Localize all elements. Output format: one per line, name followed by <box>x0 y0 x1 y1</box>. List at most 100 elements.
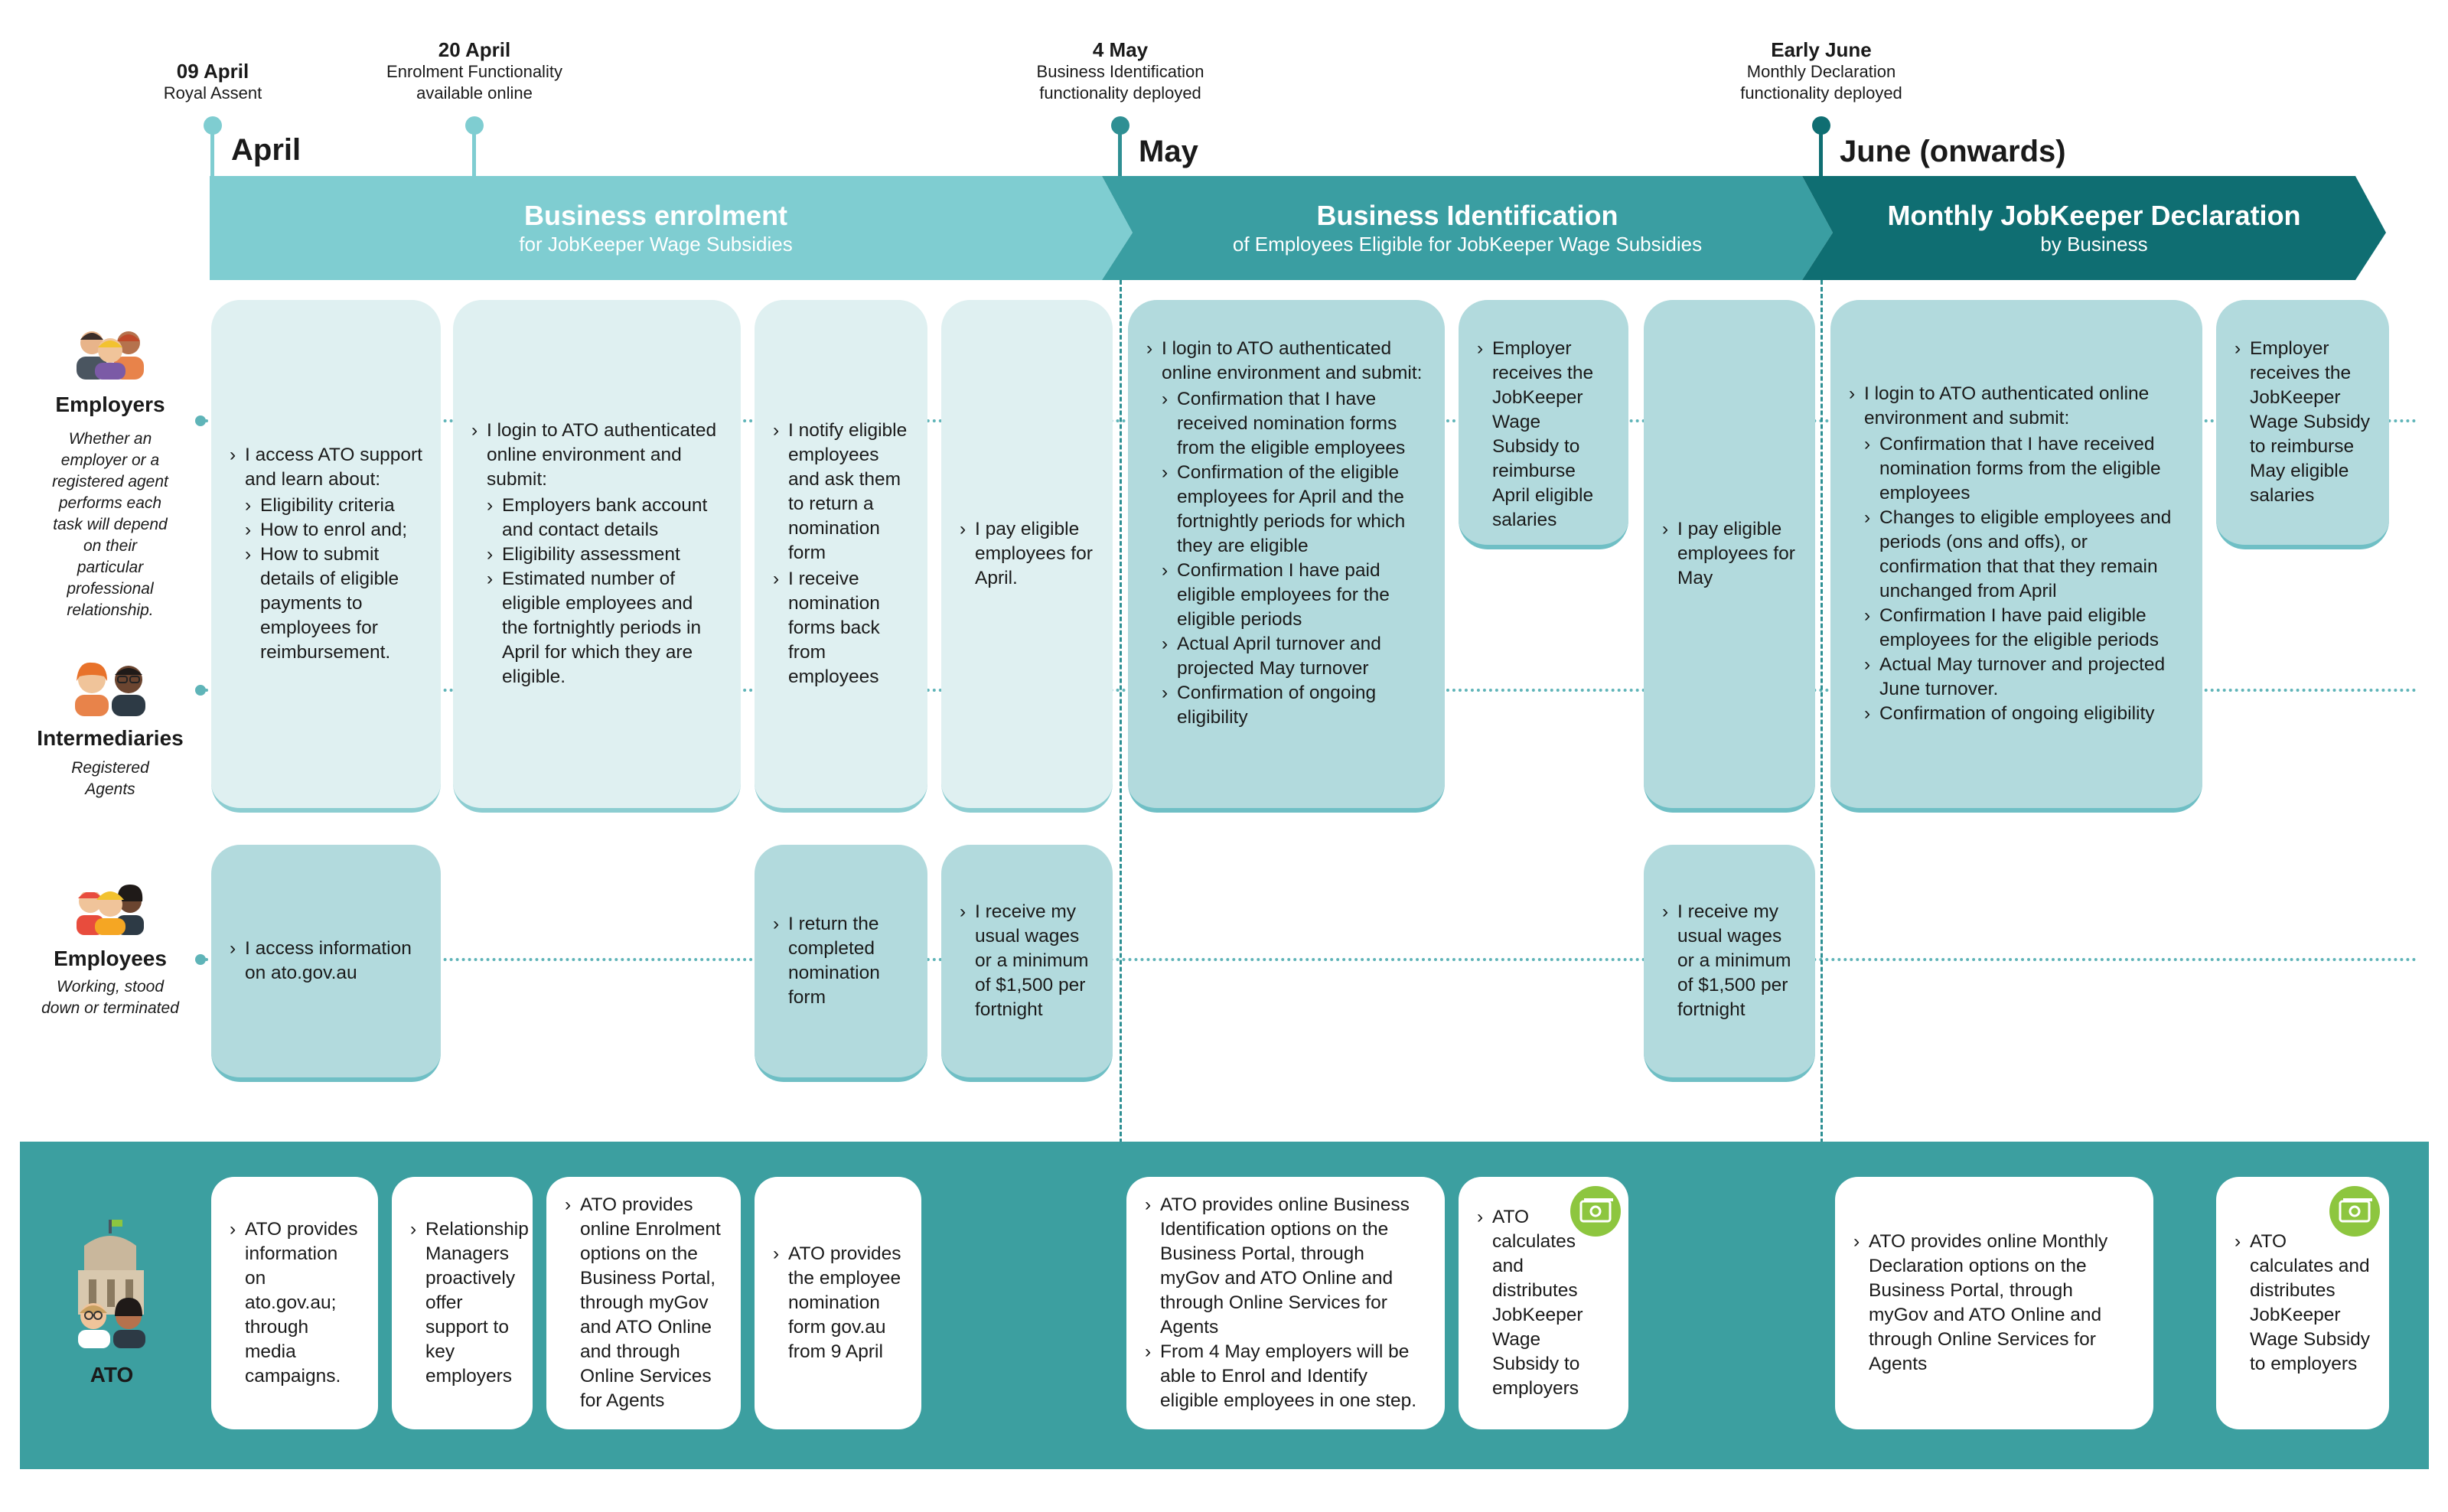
card-item: Relationship Managers proactively offer … <box>410 1217 529 1389</box>
card-ato-relationship-managers: Relationship Managers proactively offer … <box>392 1177 533 1429</box>
card-item: Confirmation that I have received nomina… <box>1162 387 1428 461</box>
card-item: How to enrol and; <box>245 518 424 543</box>
role-name: Employers <box>55 393 165 416</box>
month-june: June (onwards) <box>1840 135 2066 168</box>
card-intro: I login to ATO authenticated online envi… <box>471 419 724 492</box>
phase-arrows <box>210 176 2386 280</box>
card-item: I notify eligible employees and ask them… <box>773 419 911 565</box>
phase-title: Monthly JobKeeper Declaration <box>1887 200 2301 231</box>
card-item: ATO provides information on ato.gov.au; … <box>230 1217 361 1389</box>
milestone-stem <box>210 125 214 179</box>
card-employee-return-form: I return the completed nomination form <box>755 845 927 1082</box>
card-intro: I login to ATO authenticated online envi… <box>1146 337 1428 386</box>
card-item: Actual May turnover and projected June t… <box>1864 653 2186 702</box>
lane-start-dot <box>195 954 206 965</box>
may-divider <box>1120 280 1122 1143</box>
card-item: ATO provides the employee nomination for… <box>773 1242 905 1364</box>
role-description: Working, stood down or terminated <box>41 978 179 1017</box>
role-employers: Employers Whether an employer or a regis… <box>52 392 168 621</box>
milestone-stem <box>472 125 476 179</box>
card-employer-identify: I login to ATO authenticated online envi… <box>1128 300 1445 813</box>
card-item: ATO provides online Enrolment options on… <box>565 1193 724 1413</box>
month-may: May <box>1139 135 1198 168</box>
card-item: How to submit details of eligible paymen… <box>245 543 424 665</box>
card-employer-pay-april: I pay eligible employees for April. <box>941 300 1113 813</box>
phase-identification-label: Business Identification of Employees Eli… <box>1133 176 1802 280</box>
lane-start-dot <box>195 415 206 426</box>
card-employer-learn: I access ATO support and learn about: El… <box>211 300 441 813</box>
card-item: Confirmation that I have received nomina… <box>1864 432 2186 506</box>
card-item: From 4 May employers will be able to Enr… <box>1145 1340 1428 1413</box>
card-item: Eligibility assessment <box>487 543 724 567</box>
card-ato-declaration-options: ATO provides online Monthly Declaration … <box>1835 1177 2153 1429</box>
role-description: Whether an employer or a registered agen… <box>52 430 168 619</box>
card-item: Employer receives the JobKeeper Wage Sub… <box>2234 337 2372 508</box>
role-name: ATO <box>90 1363 134 1387</box>
milestone-stem <box>1819 125 1823 179</box>
card-employer-receive-may: Employer receives the JobKeeper Wage Sub… <box>2216 300 2389 549</box>
phase-title: Business enrolment <box>523 200 788 231</box>
phase-enrolment-label: Business enrolment for JobKeeper Wage Su… <box>210 176 1102 280</box>
phase-subtitle: of Employees Eligible for JobKeeper Wage… <box>1232 233 1703 256</box>
card-item: I pay eligible employees for April. <box>960 517 1096 591</box>
card-item: ATO calculates and distributes JobKeeper… <box>1477 1205 1612 1401</box>
card-employee-wages-april: I receive my usual wages or a minimum of… <box>941 845 1113 1082</box>
card-ato-enrolment-options: ATO provides online Enrolment options on… <box>546 1177 741 1429</box>
phase-declaration-label: Monthly JobKeeper Declaration by Busines… <box>1833 176 2355 280</box>
card-item: Estimated number of eligible employees a… <box>487 567 724 689</box>
card-item: Employers bank account and contact detai… <box>487 494 724 543</box>
card-item: Changes to eligible employees and period… <box>1864 506 2186 604</box>
card-item: Confirmation of ongoing eligibility <box>1864 702 2186 726</box>
card-intro: I access ATO support and learn about: <box>230 443 424 492</box>
card-employer-enrol: I login to ATO authenticated online envi… <box>453 300 741 813</box>
milestone-date: 20 April <box>438 38 511 61</box>
card-item: Confirmation I have paid eligible employ… <box>1162 559 1428 632</box>
card-employee-wages-may: I receive my usual wages or a minimum of… <box>1644 845 1815 1082</box>
card-item: Eligibility criteria <box>245 494 424 518</box>
money-icon <box>2329 1186 2380 1237</box>
card-item: I return the completed nomination form <box>773 912 911 1010</box>
building-icon <box>78 1220 145 1348</box>
card-employer-receive-april: Employer receives the JobKeeper Wage Sub… <box>1459 300 1628 549</box>
workers-icon <box>77 885 144 935</box>
card-ato-identification-options: ATO provides online Business Identificat… <box>1126 1177 1445 1429</box>
role-description: Registered Agents <box>71 759 149 798</box>
phase-arrow-declaration <box>1802 176 2386 280</box>
card-item: Confirmation of the eligible employees f… <box>1162 461 1428 559</box>
card-item: ATO provides online Monthly Declaration … <box>1853 1230 2137 1377</box>
role-employees: Employees Working, stood down or termina… <box>41 946 179 1019</box>
card-item: I access information on ato.gov.au <box>230 937 424 986</box>
milestone-text: Business Identification functionality de… <box>1036 62 1204 103</box>
card-item: Actual April turnover and projected May … <box>1162 632 1428 681</box>
role-name: Intermediaries <box>37 726 184 750</box>
role-name: Employees <box>54 947 167 970</box>
card-intro: I login to ATO authenticated online envi… <box>1849 382 2186 431</box>
card-item: ATO calculates and distributes JobKeeper… <box>2234 1230 2372 1377</box>
card-item: Confirmation I have paid eligible employ… <box>1864 604 2186 653</box>
milestone-date: Early June <box>1771 38 1872 61</box>
phase-arrow-identification <box>1102 176 1833 280</box>
milestone-stem <box>1118 125 1122 179</box>
phase-subtitle: by Business <box>2040 233 2148 256</box>
money-icon <box>1570 1186 1621 1237</box>
card-item: I receive my usual wages or a minimum of… <box>1662 900 1798 1022</box>
card-item: I receive nomination forms back from emp… <box>773 567 911 689</box>
card-item: ATO provides online Business Identificat… <box>1145 1193 1428 1340</box>
lane-start-dot <box>195 685 206 696</box>
milestone-text: Monthly Declaration functionality deploy… <box>1740 62 1902 103</box>
milestone-date: 4 May <box>1092 38 1149 61</box>
employee-lane-line <box>199 958 2418 961</box>
milestone-text: Royal Assent <box>163 83 262 103</box>
card-item: I pay eligible employees for May <box>1662 517 1798 591</box>
phase-arrow-enrolment <box>210 176 1133 280</box>
people-group-icon <box>77 331 144 380</box>
role-ato: ATO <box>90 1362 134 1388</box>
card-employer-declare: I login to ATO authenticated online envi… <box>1830 300 2202 813</box>
agents-icon <box>75 662 145 716</box>
milestone-text: Enrolment Functionality available online <box>386 62 562 103</box>
card-item: Confirmation of ongoing eligibility <box>1162 681 1428 730</box>
card-item: I receive my usual wages or a minimum of… <box>960 900 1096 1022</box>
card-ato-distributes-may: ATO calculates and distributes JobKeeper… <box>2216 1177 2389 1429</box>
milestone-date: 09 April <box>176 60 249 83</box>
card-ato-nomination-form: ATO provides the employee nomination for… <box>755 1177 921 1429</box>
